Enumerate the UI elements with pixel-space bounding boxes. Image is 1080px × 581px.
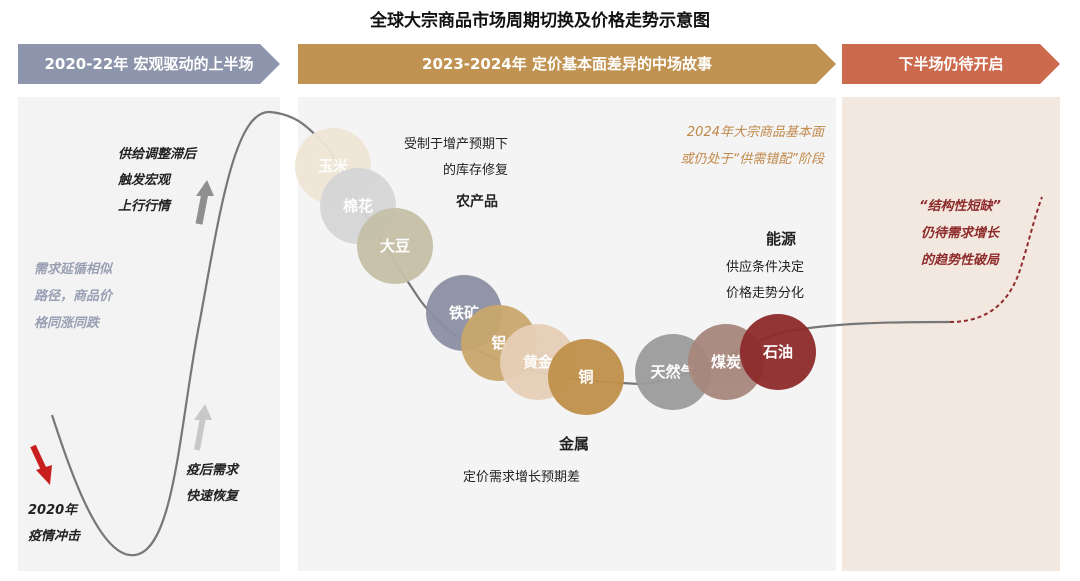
bubble-oil: 石油 <box>740 314 816 390</box>
agri-title: 农产品 <box>456 194 498 210</box>
pandemic-shock-note: 2020年 疫情冲击 <box>28 503 81 544</box>
mismatch-note: 2024年大宗商品基本面 或仍处于“供需错配”阶段 <box>680 125 824 167</box>
recovery-note: 疫后需求 快速恢复 <box>186 463 239 504</box>
demand-path-note: 需求延循相似 路径，商品价 格同涨同跌 <box>34 262 113 331</box>
phase-banner-midfield: 2023-2024年 定价基本面差异的中场故事 <box>298 44 836 84</box>
bubble-copper: 铜 <box>548 339 624 415</box>
chart-title: 全球大宗商品市场周期切换及价格走势示意图 <box>370 11 710 31</box>
phase-banner-second-half: 下半场仍待开启 <box>842 44 1060 84</box>
energy-title: 能源 <box>766 230 797 248</box>
supply-lag-note: 供给调整滞后 触发宏观 上行行情 <box>118 147 197 214</box>
metal-title: 金属 <box>559 435 590 453</box>
phase-label: 下半场仍待开启 <box>898 55 1004 73</box>
phase-label: 2023-2024年 定价基本面差异的中场故事 <box>422 55 712 73</box>
recovery-up-arrow <box>194 404 212 451</box>
bubble-soybean: 大豆 <box>357 208 433 284</box>
phase-label: 2020-22年 宏观驱动的上半场 <box>44 55 254 73</box>
structural-shortage-note: “结构性短缺” 仍待需求增长 的趋势性破局 <box>919 199 1001 268</box>
supply-up-arrow <box>195 180 214 225</box>
panel-first-half <box>18 97 280 571</box>
energy-note: 供应条件决定 价格走势分化 <box>725 260 804 301</box>
agri-note: 受制于增产预期下 的库存修复 <box>403 137 508 178</box>
metal-note: 定价需求增长预期差 <box>463 470 581 485</box>
future-trend-dashed-line <box>949 196 1043 323</box>
panel-second-half <box>842 97 1060 571</box>
phase-banner-first-half: 2020-22年 宏观驱动的上半场 <box>18 44 280 84</box>
shock-down-arrow <box>30 444 52 485</box>
